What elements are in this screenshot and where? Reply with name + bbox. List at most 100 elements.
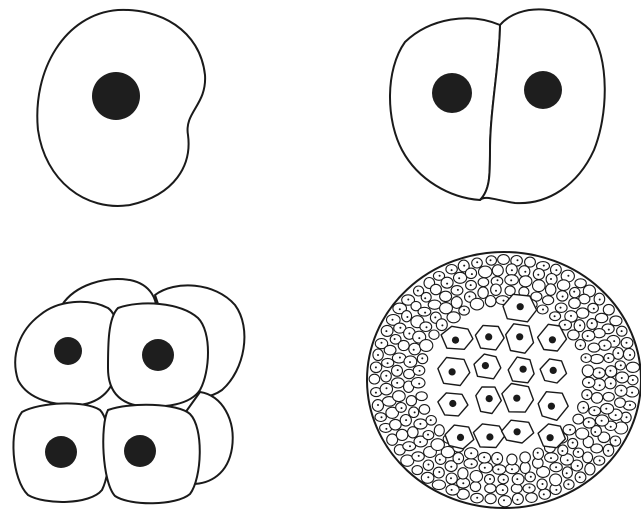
morula-small-nucleus <box>405 419 407 421</box>
morula-small-nucleus <box>438 471 440 473</box>
morula-small-cell <box>492 265 503 276</box>
morula-small-nucleus <box>427 476 429 478</box>
morula-small-cell <box>590 354 603 363</box>
panel-two-cell <box>390 9 605 203</box>
morula-small-cell <box>498 496 511 507</box>
morula-small-nucleus <box>408 333 410 335</box>
morula-small-nucleus <box>607 450 609 452</box>
panel-morula <box>367 252 641 508</box>
morula-small-nucleus <box>446 283 448 285</box>
panel-four-cell <box>13 279 244 503</box>
morula-small-nucleus <box>572 442 574 444</box>
morula-small-nucleus <box>418 455 420 457</box>
morula-small-nucleus <box>615 439 617 441</box>
morula-small-nucleus <box>377 354 379 356</box>
morula-small-cell <box>416 392 427 401</box>
morula-small-nucleus <box>593 308 595 310</box>
morula-small-nucleus <box>483 456 485 458</box>
morula-small-cell <box>393 391 406 402</box>
morula-small-nucleus <box>555 466 557 468</box>
morula-small-nucleus <box>399 308 401 310</box>
morula-small-nucleus <box>450 477 452 479</box>
morula-small-nucleus <box>430 419 432 421</box>
morula-small-nucleus <box>458 277 460 279</box>
morula-small-nucleus <box>470 284 472 286</box>
morula-small-nucleus <box>626 342 628 344</box>
morula-small-cell <box>465 268 476 278</box>
morula-small-cell <box>411 378 425 388</box>
morula-small-cell <box>496 484 508 495</box>
morula-small-nucleus <box>573 291 575 293</box>
morula-small-nucleus <box>463 265 465 267</box>
morula-small-cell <box>568 330 580 340</box>
morula-small-nucleus <box>631 392 633 394</box>
morula-small-nucleus <box>632 379 634 381</box>
morula-small-cell <box>409 343 421 355</box>
morula-small-nucleus <box>476 261 478 263</box>
morula-small-cell <box>588 343 600 352</box>
morula-inner-nucleus <box>482 362 489 369</box>
morula-small-nucleus <box>471 463 473 465</box>
morula-small-nucleus <box>607 357 609 359</box>
four-cell-bottom-left-nucleus <box>45 436 77 468</box>
morula-small-nucleus <box>626 416 628 418</box>
morula-small-cell <box>582 365 593 377</box>
morula-small-cell <box>603 392 614 401</box>
morula-small-nucleus <box>516 478 518 480</box>
morula-small-nucleus <box>385 375 387 377</box>
morula-small-nucleus <box>427 434 429 436</box>
morula-small-cell <box>402 311 412 322</box>
morula-small-cell <box>557 280 569 291</box>
morula-small-nucleus <box>381 416 383 418</box>
four-cell-bottom-right-nucleus <box>124 435 156 467</box>
morula-small-nucleus <box>550 278 552 280</box>
morula-small-nucleus <box>543 265 545 267</box>
morula-small-nucleus <box>511 468 513 470</box>
morula-inner-nucleus <box>449 400 456 407</box>
morula-inner-nucleus <box>514 428 521 435</box>
morula-small-nucleus <box>542 483 544 485</box>
morula-small-nucleus <box>584 357 586 359</box>
morula-small-nucleus <box>577 451 579 453</box>
morula-small-nucleus <box>418 337 420 339</box>
morula-small-cell <box>485 494 496 504</box>
morula-small-nucleus <box>529 487 531 489</box>
morula-small-nucleus <box>610 383 612 385</box>
morula-small-nucleus <box>421 357 423 359</box>
morula-small-cell <box>546 284 556 296</box>
morula-inner-nucleus <box>486 395 493 402</box>
morula-small-cell <box>575 279 586 288</box>
morula-inner-nucleus <box>549 336 556 343</box>
morula-small-cell <box>440 291 452 301</box>
morula-small-nucleus <box>594 431 596 433</box>
morula-small-nucleus <box>620 390 622 392</box>
morula-small-cell <box>507 454 517 465</box>
morula-small-nucleus <box>530 476 532 478</box>
morula-small-nucleus <box>375 392 377 394</box>
morula-small-cell <box>479 462 492 473</box>
morula-small-nucleus <box>599 299 601 301</box>
morula-small-nucleus <box>414 411 416 413</box>
morula-small-cell <box>550 474 562 486</box>
morula-small-cell <box>576 308 588 318</box>
morula-inner-nucleus <box>548 403 555 410</box>
morula-inner-nucleus <box>517 303 524 310</box>
morula-small-cell <box>470 482 480 492</box>
morula-small-cell <box>585 463 595 475</box>
morula-small-cell <box>412 466 423 475</box>
morula-small-nucleus <box>399 357 401 359</box>
morula-small-cell <box>429 330 439 339</box>
morula-small-nucleus <box>489 478 491 480</box>
morula-small-cell <box>384 345 396 355</box>
morula-small-nucleus <box>511 269 513 271</box>
morula-small-nucleus <box>426 326 428 328</box>
morula-small-nucleus <box>542 309 544 311</box>
morula-small-cell <box>479 266 492 278</box>
morula-small-cell <box>576 428 589 439</box>
morula-small-cell <box>583 452 593 463</box>
morula-inner-nucleus <box>516 333 523 340</box>
morula-inner-nucleus <box>457 434 464 441</box>
morula-small-nucleus <box>386 387 388 389</box>
morula-small-nucleus <box>537 274 539 276</box>
